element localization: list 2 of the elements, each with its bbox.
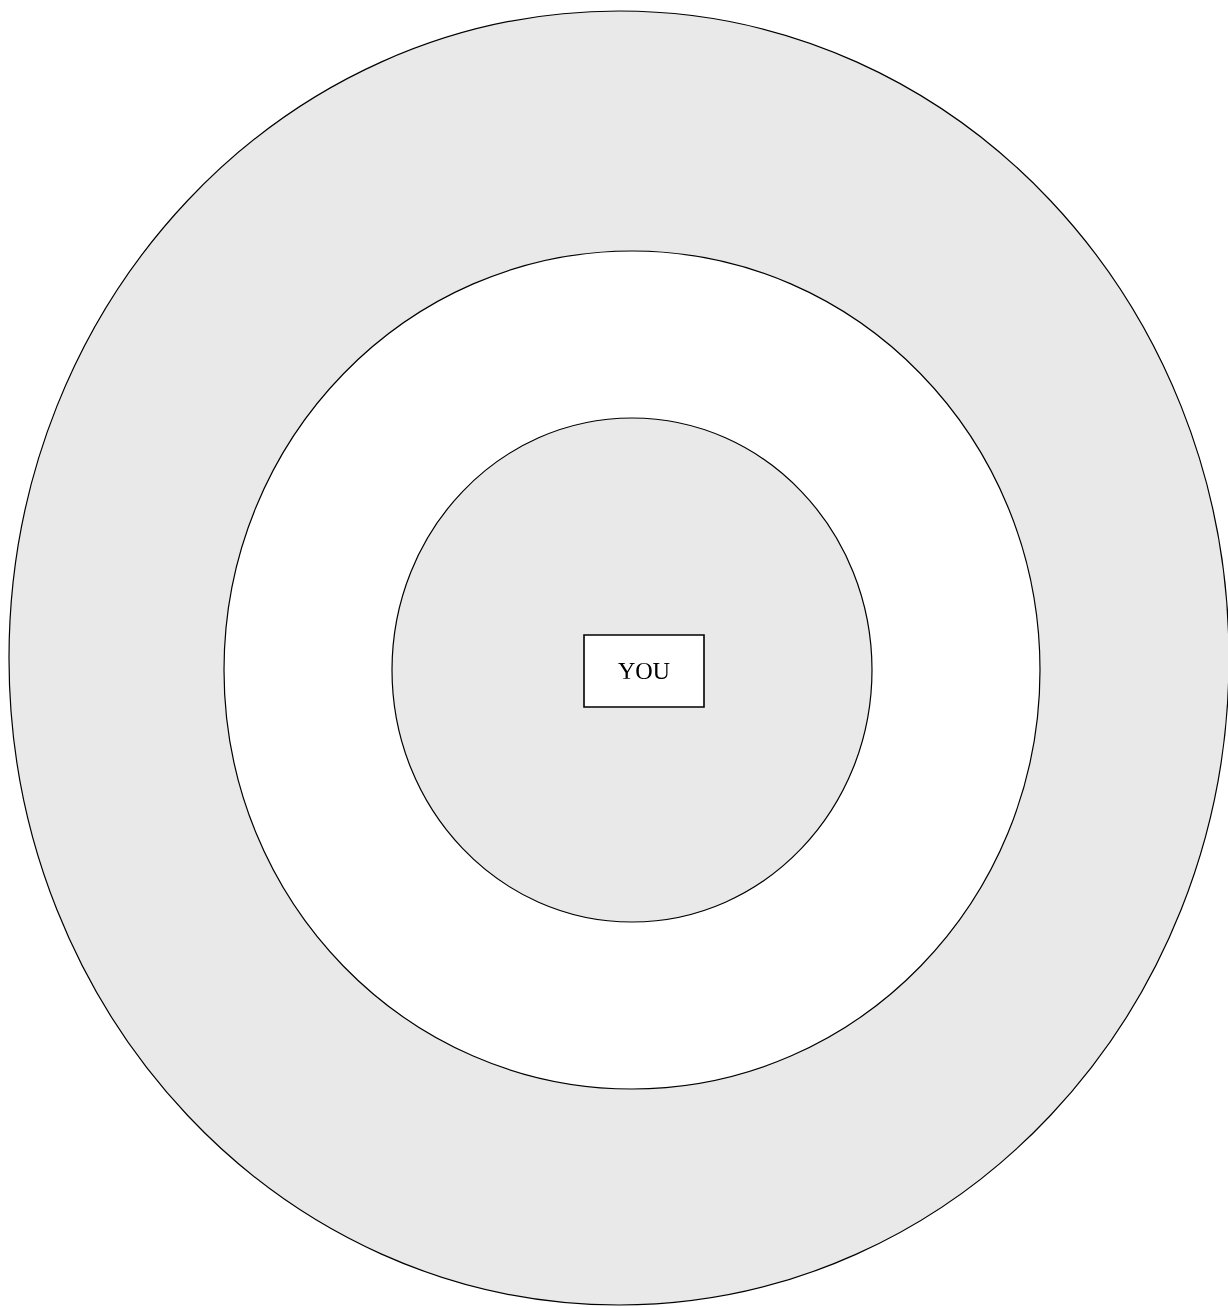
label-box: YOU bbox=[583, 634, 705, 708]
ring-ellipse bbox=[391, 417, 873, 923]
